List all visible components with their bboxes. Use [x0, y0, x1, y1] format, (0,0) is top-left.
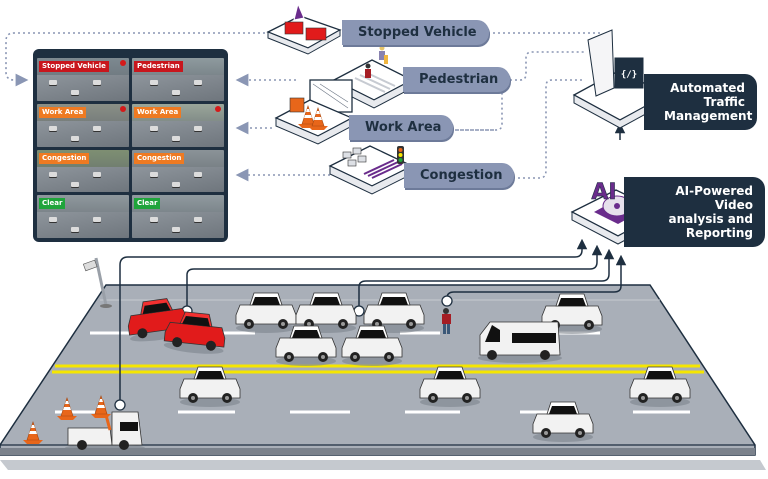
feed-vehicle	[172, 135, 180, 141]
traffic-camera-pole	[82, 257, 112, 308]
feed-vehicle	[172, 90, 180, 95]
camera-feed-tile[interactable]: Congestion	[37, 149, 129, 193]
ai-line-3: Reporting	[685, 226, 753, 240]
camera-feed-tile[interactable]: Work Area	[37, 103, 129, 147]
feed-vehicle	[49, 125, 57, 131]
traffic-grid-light-icon	[328, 145, 414, 195]
feed-road-image	[37, 75, 129, 101]
feed-vehicle	[93, 171, 101, 177]
feed-vehicle	[194, 217, 202, 223]
camera-feed-tile[interactable]: Pedestrian	[132, 58, 224, 101]
ai-line-1: AI-Powered Video	[675, 184, 753, 212]
feed-road-image	[132, 120, 224, 147]
feed-road-image	[37, 212, 129, 238]
svg-text:{/}: {/}	[621, 70, 637, 80]
data-connectors	[119, 122, 627, 405]
feed-road-image	[132, 212, 224, 238]
feed-road-image	[37, 166, 129, 193]
automated-traffic-management-label: Automated Traffic Management	[644, 74, 757, 130]
feed-vehicle	[172, 181, 180, 187]
feed-vehicle	[49, 80, 57, 85]
feed-vehicle	[49, 217, 57, 223]
van	[478, 321, 562, 363]
feed-status-tag: Work Area	[134, 106, 182, 118]
feed-vehicle	[194, 171, 202, 177]
camera-feed-tile[interactable]: Clear	[132, 195, 224, 238]
feed-vehicle	[71, 227, 79, 233]
feed-vehicle	[93, 80, 101, 85]
sensor-nodes	[114, 295, 453, 411]
camera-feed-tile[interactable]: Work Area	[132, 103, 224, 147]
feed-status-tag: Congestion	[134, 152, 185, 164]
feed-vehicle	[150, 80, 158, 85]
label-congestion: Congestion	[404, 163, 515, 188]
ai-line-2: analysis and	[668, 212, 753, 226]
ai-video-analysis-label: AI-Powered Video analysis and Reporting	[624, 177, 765, 247]
feed-vehicle	[172, 227, 180, 233]
alert-pin-icon	[120, 60, 126, 66]
feed-status-tag: Clear	[134, 198, 161, 210]
camera-feed-tile[interactable]: Clear	[37, 195, 129, 238]
label-work-area: Work Area	[349, 115, 454, 140]
pedestrian-figure	[442, 308, 451, 334]
feed-status-tag: Congestion	[39, 152, 90, 164]
feed-vehicle	[93, 217, 101, 223]
camera-feed-tile[interactable]: Stopped Vehicle	[37, 58, 129, 101]
feed-vehicle	[150, 171, 158, 177]
feed-status-tag: Stopped Vehicle	[39, 61, 109, 72]
alert-pin-icon	[120, 105, 126, 112]
camera-feed-tile[interactable]: Congestion	[132, 149, 224, 193]
feed-road-image	[132, 166, 224, 193]
svg-text:AI: AI	[591, 180, 616, 205]
feed-road-image	[132, 75, 224, 101]
feed-status-tag: Pedestrian	[134, 61, 183, 72]
crashed-cars-icon	[266, 2, 342, 55]
feed-road-image	[37, 120, 129, 147]
feed-vehicle	[71, 181, 79, 187]
feed-vehicle	[93, 125, 101, 131]
label-stopped-vehicle: Stopped Vehicle	[342, 20, 489, 45]
feed-status-tag: Clear	[39, 198, 66, 210]
feed-vehicle	[71, 90, 79, 95]
feed-vehicle	[194, 125, 202, 131]
road-shadow	[0, 460, 766, 470]
feed-vehicle	[194, 80, 202, 85]
management-line-3: Management	[664, 109, 753, 123]
feed-vehicle	[150, 125, 158, 131]
work-truck-cones-icon	[274, 79, 354, 145]
management-line-1: Automated	[670, 81, 745, 95]
feed-vehicle	[71, 135, 79, 141]
vehicles	[22, 292, 691, 452]
alert-pin-icon	[215, 105, 221, 112]
label-pedestrian: Pedestrian	[403, 67, 511, 92]
center-yellow-lines	[52, 364, 704, 374]
work-truck	[65, 399, 145, 452]
feed-vehicle	[150, 217, 158, 223]
management-line-2: Traffic	[703, 95, 745, 109]
feed-status-tag: Work Area	[39, 106, 87, 118]
feed-vehicle	[49, 171, 57, 177]
